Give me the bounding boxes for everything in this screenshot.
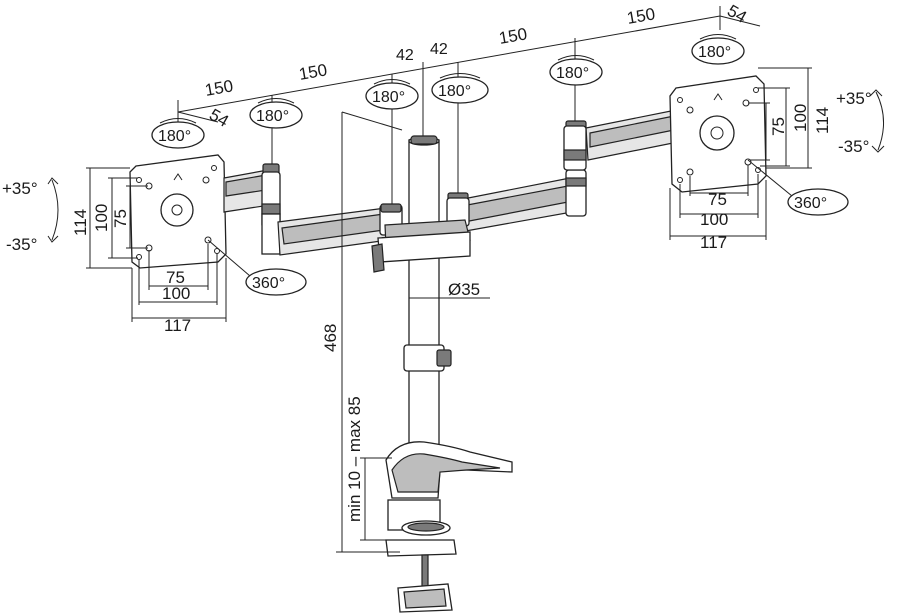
- rotation-arrow-icons: [159, 34, 737, 124]
- tilt-minus-right: -35°: [838, 137, 869, 156]
- tilt-arrow-icons: [47, 89, 885, 243]
- right-h-75: 75: [708, 190, 727, 209]
- label-150-top-right: 150: [625, 4, 656, 28]
- pole-diameter-label: Ø35: [448, 280, 480, 299]
- tilt-plus-left: +35°: [2, 179, 38, 198]
- right-vesa-plate: [669, 75, 767, 193]
- height-468-label: 468: [321, 324, 340, 352]
- tilt-minus-left: -35°: [6, 235, 37, 254]
- right-h-100: 100: [700, 210, 728, 229]
- rot-180-center-b: 180°: [438, 83, 471, 100]
- right-h-117: 117: [700, 233, 727, 252]
- left-h-100: 100: [162, 284, 190, 303]
- left-v-114: 114: [71, 209, 90, 236]
- rot-180-center-a: 180°: [372, 89, 405, 106]
- dimension-texts: 150 150 150 150 54 54 42 42 180° 180° 18…: [2, 1, 872, 522]
- tilt-plus-right: +35°: [836, 89, 872, 108]
- label-54-right: 54: [724, 1, 750, 27]
- left-h-117: 117: [164, 316, 191, 335]
- label-54-left: 54: [206, 105, 232, 131]
- center-pole: [371, 135, 471, 453]
- left-outer-arm: [223, 163, 281, 255]
- label-42-b: 42: [430, 41, 448, 58]
- rotation-ellipses: [151, 37, 849, 296]
- rot-180-right-plate: 180°: [698, 44, 731, 61]
- clamp-range-label: min 10 – max 85: [345, 396, 364, 522]
- left-h-75: 75: [166, 268, 185, 287]
- right-v-100: 100: [791, 104, 810, 132]
- right-plate-dimensions: [669, 67, 812, 240]
- left-v-75: 75: [111, 209, 130, 228]
- label-150-top-left: 150: [203, 76, 234, 100]
- rot-180-right-arm: 180°: [556, 65, 589, 82]
- left-plate-dimensions: [86, 167, 227, 322]
- height-dimension-lines: [336, 111, 403, 553]
- label-42-a: 42: [396, 47, 414, 64]
- rot-180-left-plate: 180°: [158, 128, 191, 145]
- left-v-100: 100: [92, 204, 111, 232]
- pole-diameter-callout: [409, 294, 490, 302]
- right-v-114: 114: [813, 107, 832, 134]
- right-v-75: 75: [769, 117, 788, 136]
- left-vesa-plate: [129, 154, 227, 269]
- desk-clamp-base: [385, 441, 513, 613]
- rot-360-right: 360°: [794, 195, 827, 212]
- rot-360-left: 360°: [252, 275, 285, 292]
- label-150-mid-left: 150: [297, 60, 328, 84]
- rot-180-left-arm: 180°: [256, 108, 289, 125]
- label-150-mid-right: 150: [497, 24, 528, 48]
- right-inner-arm: [446, 169, 587, 233]
- right-outer-arm: [563, 109, 679, 171]
